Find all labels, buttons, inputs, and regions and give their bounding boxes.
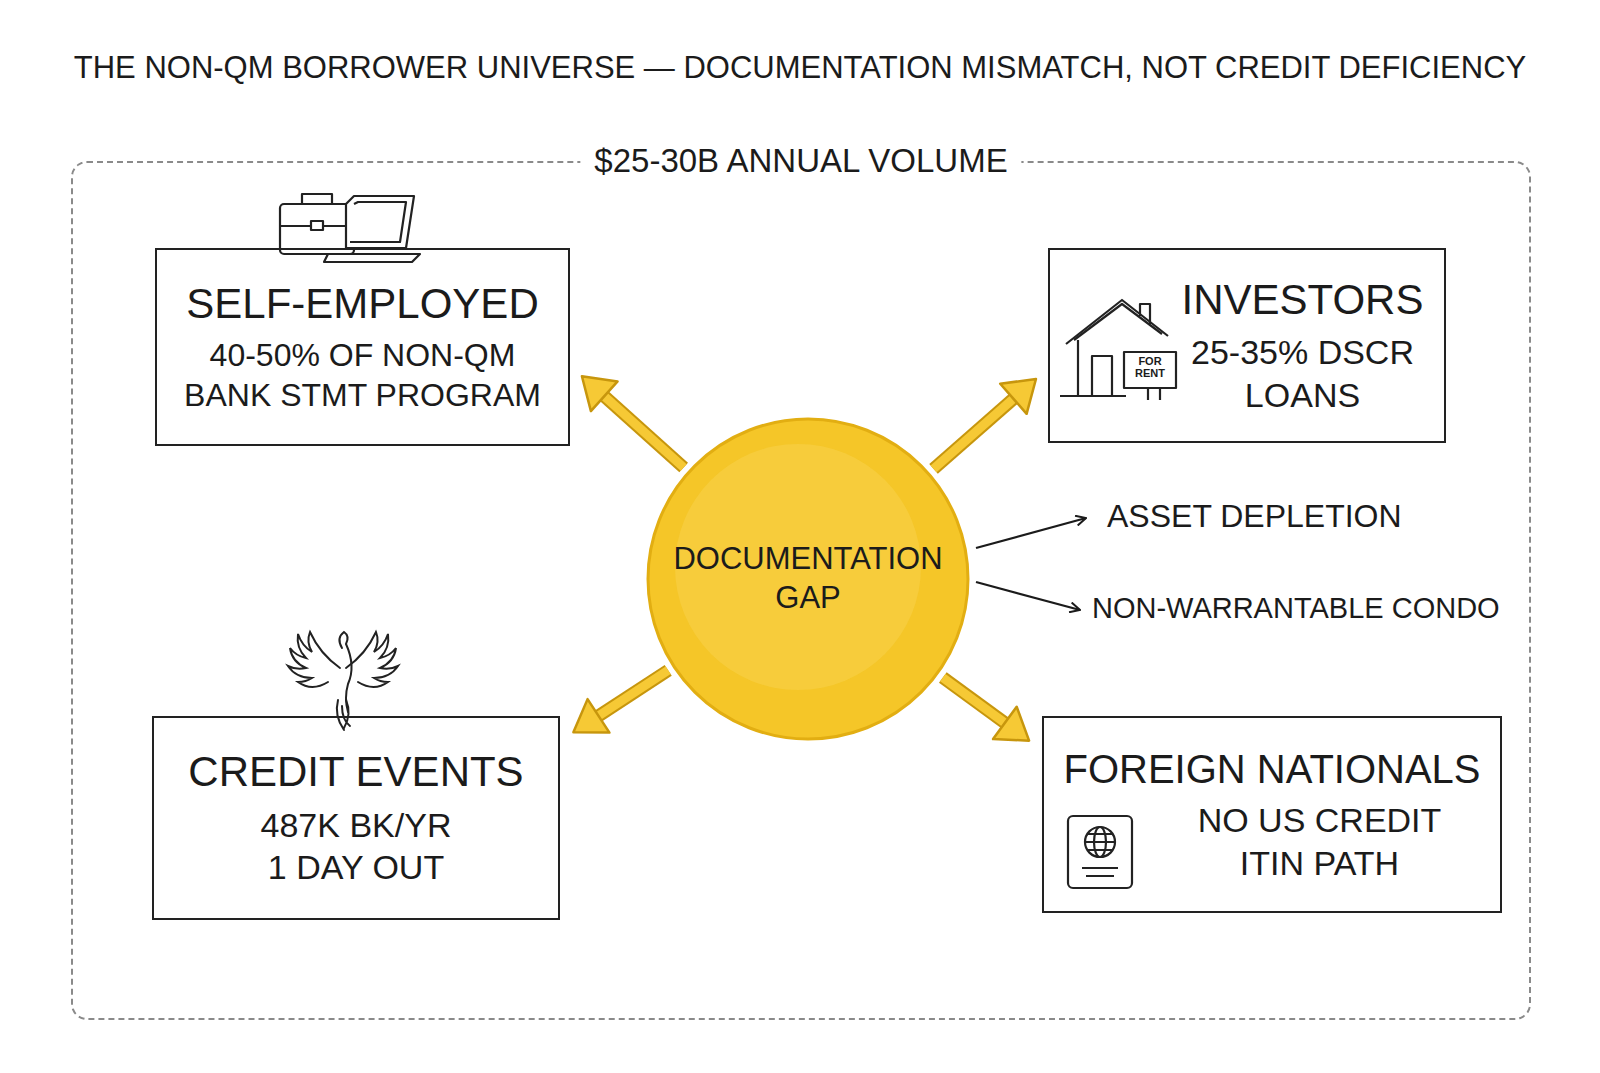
sign-text: FOR RENT xyxy=(1126,355,1174,379)
box-body: 487K BK/YR 1 DAY OUT xyxy=(254,804,459,889)
passport-icon xyxy=(1068,816,1132,888)
arrow-head xyxy=(1000,379,1036,414)
arrow-head xyxy=(573,699,609,732)
market-region: $25-30B ANNUAL VOLUMESELF-EMPLOYED40-50%… xyxy=(71,161,1531,1020)
arrow-outline xyxy=(603,395,684,468)
segment-box: CREDIT EVENTS 487K BK/YR 1 DAY OUT xyxy=(152,716,560,920)
yellow-arrow xyxy=(573,670,668,732)
box-heading: INVESTORS xyxy=(1182,275,1424,325)
house-icon xyxy=(1060,300,1176,400)
gap-circle: DOCUMENTATION GAP xyxy=(645,416,971,742)
box-body: 40-50% OF NON-QM BANK STMT PROGRAM xyxy=(178,335,548,415)
arrow-shaft xyxy=(934,397,1015,468)
segment-box: INVESTORS 25-35% DSCR LOANS xyxy=(1048,248,1446,443)
arrow-shaft xyxy=(597,670,668,717)
arrow-head xyxy=(582,376,618,411)
arrow-shaft xyxy=(603,395,684,468)
arrow-outline xyxy=(934,397,1015,468)
side-label: NON-WARRANTABLE CONDO xyxy=(1092,592,1500,625)
circle-label: DOCUMENTATION GAP xyxy=(663,540,953,618)
segment-box: SELF-EMPLOYED 40-50% OF NON-QM BANK STMT … xyxy=(155,248,570,446)
diagram-title: THE NON-QM BORROWER UNIVERSE — DOCUMENTA… xyxy=(20,50,1580,86)
side-label: ASSET DEPLETION xyxy=(1107,498,1402,535)
circle-fill xyxy=(648,419,968,739)
pointer-arrows xyxy=(976,518,1086,610)
arrow-shaft xyxy=(943,678,1007,725)
box-heading: CREDIT EVENTS xyxy=(188,747,523,797)
arrow-outline xyxy=(597,670,668,717)
box-heading: SELF-EMPLOYED xyxy=(186,279,538,329)
box-body: NO US CREDIT ITIN PATH xyxy=(1185,799,1455,884)
arrow-head xyxy=(993,707,1029,741)
briefcase-laptop-icon xyxy=(280,194,420,262)
circle-shape xyxy=(645,416,971,742)
box-heading: FOREIGN NATIONALS xyxy=(1063,745,1480,793)
yellow-arrow xyxy=(934,379,1036,469)
box-body: 25-35% DSCR LOANS xyxy=(1183,331,1423,416)
yellow-arrow xyxy=(943,678,1029,741)
connector-layer xyxy=(573,376,1036,740)
region-label: $25-30B ANNUAL VOLUME xyxy=(580,142,1021,180)
yellow-arrow xyxy=(582,376,684,467)
arrow-outline xyxy=(943,678,1007,725)
segment-box: FOREIGN NATIONALS NO US CREDIT ITIN PATH xyxy=(1042,716,1502,913)
